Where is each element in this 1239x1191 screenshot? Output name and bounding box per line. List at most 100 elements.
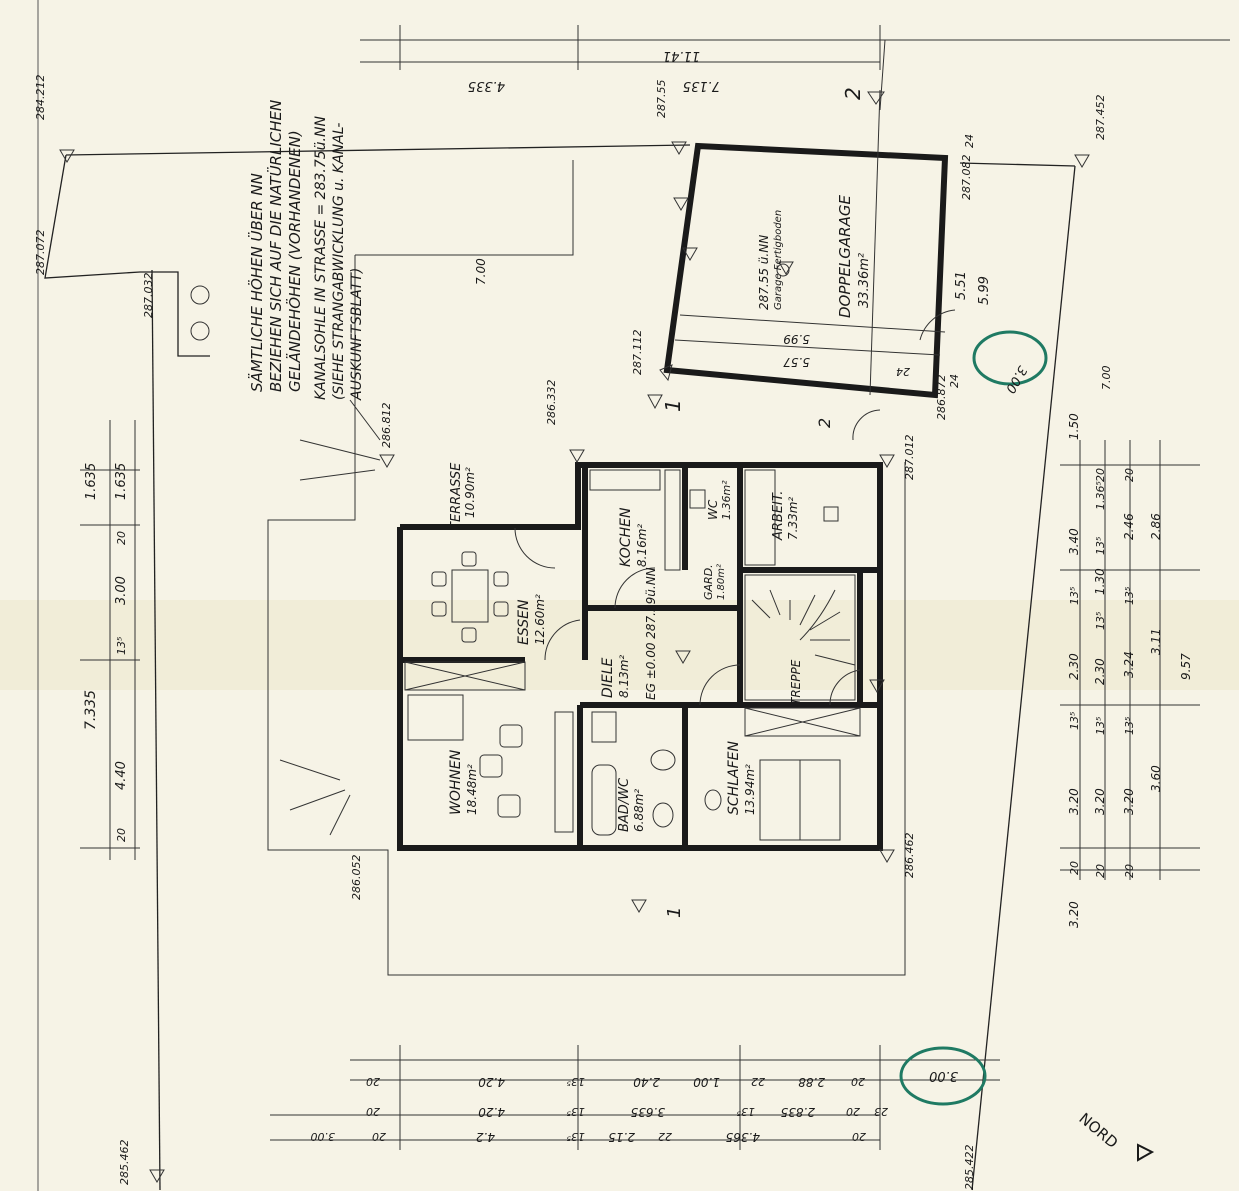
dim-right-c1-1: 1.50 bbox=[1067, 413, 1081, 440]
dim-bottom-r3-6: 22 bbox=[658, 1130, 672, 1143]
dim-bottom-r1-7: 2.88 bbox=[798, 1075, 825, 1089]
annotation-circle-garage bbox=[972, 330, 1048, 386]
room-schlafen-name: SCHLAFEN bbox=[726, 741, 742, 815]
north-arrow-icon bbox=[1137, 1143, 1155, 1162]
note-line-6: AUSKUNFTSBLATT) bbox=[349, 268, 365, 401]
property-boundary bbox=[44, 144, 1076, 1191]
dim-left-7: 4.40 bbox=[114, 761, 129, 790]
room-wohnen-name: WOHNEN bbox=[448, 749, 464, 815]
dim-right-c3-6: 3.20 bbox=[1122, 788, 1136, 815]
dim-right-c3-7: 20 bbox=[1123, 864, 1136, 878]
dim-right-c2-7: 13⁵ bbox=[1094, 717, 1107, 735]
room-treppe-name: TREPPE bbox=[789, 659, 803, 705]
staircase bbox=[744, 574, 856, 701]
level-12: 287.082 bbox=[960, 155, 973, 201]
section-marker-2b: 2 bbox=[815, 418, 834, 428]
room-wohnen-area: 18.48m² bbox=[465, 764, 479, 815]
room-garage-area: 33.36m² bbox=[857, 253, 872, 308]
room-diele-area: 8.13m² bbox=[617, 655, 631, 698]
room-kochen-name: KOCHEN bbox=[618, 507, 634, 567]
dim-bottom-r3-8: 20 bbox=[852, 1130, 866, 1143]
dim-bottom-r3-2: 20 bbox=[372, 1130, 386, 1143]
garage-structure bbox=[663, 39, 949, 399]
dim-right-c3-1: 20 bbox=[1123, 468, 1136, 482]
note-line-3: GELÄNDEHÖHEN (VORHANDENEN) bbox=[285, 130, 304, 392]
circle-annotation-2: 3.00 bbox=[929, 1068, 958, 1083]
dim-right-c3-2: 2.46 bbox=[1122, 513, 1136, 540]
dim-right-c1-6: 3.20 bbox=[1067, 788, 1081, 815]
level-5: 286.332 bbox=[545, 380, 558, 426]
dim-bottom-r1-1: 20 bbox=[366, 1075, 380, 1088]
level-1: 284.212 bbox=[34, 75, 47, 121]
room-wc-name: WC bbox=[706, 499, 720, 520]
level-4: 287.112 bbox=[631, 330, 644, 376]
garage-dim-s1: 24 bbox=[963, 134, 976, 148]
garage-dim-i1: 5.99 bbox=[783, 332, 810, 346]
level-markers bbox=[59, 91, 1090, 1183]
garage-floor-note: Garage Fertigboden bbox=[773, 210, 784, 310]
room-schlafen-area: 13.94m² bbox=[743, 764, 757, 815]
room-bad-area: 6.88m² bbox=[632, 789, 646, 832]
level-6: 286.812 bbox=[380, 403, 393, 449]
dim-right-c2-3: 13⁵ bbox=[1094, 537, 1107, 555]
note-line-2: BEZIEHEN SICH AUF DIE NATÜRLICHEN bbox=[266, 100, 285, 392]
dim-bottom-r2-1: 20 bbox=[366, 1105, 380, 1118]
dim-bottom-r1-3: 13⁵ bbox=[567, 1075, 585, 1088]
dim-bottom-r2-7: 20 bbox=[846, 1105, 860, 1118]
room-essen-area: 12.60m² bbox=[533, 594, 547, 645]
dim-bottom-r3-4: 13⁵ bbox=[567, 1130, 585, 1143]
room-terrasse-area: 10.90m² bbox=[463, 467, 477, 518]
dim-bottom-r3-5: 2.15 bbox=[608, 1130, 635, 1144]
dim-right-c1-2: 3.40 bbox=[1067, 528, 1081, 555]
dim-left-8: 20 bbox=[115, 828, 128, 842]
dim-bottom-r1-6: 22 bbox=[751, 1075, 765, 1088]
dim-left-2: 1.635 bbox=[114, 463, 129, 500]
dim-right-c3-3: 13⁵ bbox=[1123, 587, 1136, 605]
dim-bottom-r2-2: 4.20 bbox=[478, 1105, 505, 1119]
level-14: 287.55 bbox=[655, 80, 668, 119]
section-marker-1: 1 bbox=[661, 399, 685, 412]
dim-left-1: 1.635 bbox=[84, 463, 99, 500]
dim-right-c3-4: 3.24 bbox=[1122, 651, 1136, 678]
dim-left-3: 3.00 bbox=[114, 576, 129, 605]
dim-bottom-r1-5: 1.00 bbox=[693, 1075, 720, 1089]
level-8: 286.462 bbox=[903, 833, 916, 879]
dim-right-c1-4: 2.30 bbox=[1067, 653, 1081, 680]
level-2: 287.072 bbox=[34, 230, 47, 276]
level-10: 285.462 bbox=[118, 1140, 131, 1186]
room-garderobe-name: GARD. bbox=[702, 564, 715, 600]
room-essen-name: ESSEN bbox=[516, 599, 532, 645]
dim-right-c1-3: 13⁵ bbox=[1068, 587, 1081, 605]
room-garderobe-area: 1.80m² bbox=[716, 564, 727, 600]
dim-right-c2-4: 1.30 bbox=[1093, 568, 1107, 595]
garage-dim-i2: 5.57 bbox=[783, 355, 810, 369]
building-envelope bbox=[267, 160, 906, 976]
note-line-5: (SIEHE STRANGABWICKLUNG u. KANAL- bbox=[331, 123, 347, 400]
dim-right-c4-4: 9.57 bbox=[1179, 653, 1193, 680]
dim-bottom-r2-4: 3.635 bbox=[631, 1105, 665, 1119]
level-11: 287.452 bbox=[1094, 95, 1107, 141]
dim-right-c2-2: 1.36⁵ bbox=[1094, 481, 1107, 510]
dim-left-5: 13⁵ bbox=[115, 637, 128, 655]
room-garage-name: DOPPELGARAGE bbox=[836, 195, 854, 318]
house-walls bbox=[397, 462, 883, 851]
room-kochen-area: 8.16m² bbox=[635, 524, 649, 567]
dim-bottom-r1-2: 4.20 bbox=[478, 1075, 505, 1089]
level-3: 287.032 bbox=[142, 273, 155, 319]
garage-level: 287.55 ü.NN bbox=[757, 235, 771, 310]
note-line-1: SÄMTLICHE HÖHEN ÜBER NN bbox=[247, 173, 266, 392]
dim-right-c2-6: 2.30 bbox=[1093, 658, 1107, 685]
furniture bbox=[407, 263, 841, 841]
dim-right-c2-8: 3.20 bbox=[1093, 788, 1107, 815]
level-7: 287.012 bbox=[903, 435, 916, 481]
dim-bottom-r3-7: 4.365 bbox=[726, 1130, 760, 1144]
garage-dim-w2: 5.99 bbox=[977, 276, 992, 305]
dim-right-c3-5: 13⁵ bbox=[1123, 717, 1136, 735]
section-marker-1b: 1 bbox=[664, 907, 685, 918]
level-15: 285.422 bbox=[963, 1145, 976, 1191]
dim-right-c2-1: 20 bbox=[1094, 468, 1107, 482]
dim-bottom-r1-4: 2.40 bbox=[633, 1075, 660, 1089]
eg-level-label: EG ±0.00 287.59ü.NN bbox=[644, 567, 658, 700]
dim-bottom-r2-8: 23 bbox=[874, 1105, 888, 1118]
